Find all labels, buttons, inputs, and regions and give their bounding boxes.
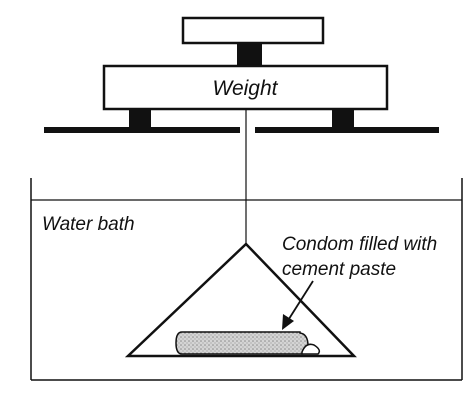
annotation-arrow-line bbox=[286, 280, 314, 323]
left-support bbox=[129, 109, 151, 130]
weight-label: Weight bbox=[213, 77, 279, 100]
base-rail-left bbox=[44, 127, 240, 133]
specimen-tip bbox=[301, 343, 321, 355]
weight-block bbox=[102, 64, 389, 111]
top-plate bbox=[181, 16, 325, 45]
top-connector bbox=[237, 43, 262, 66]
annotation-arrow-head bbox=[282, 314, 294, 330]
specimen-body bbox=[175, 331, 309, 355]
specimen bbox=[175, 331, 321, 355]
water-bath-label: Water bath bbox=[42, 214, 135, 235]
right-support bbox=[332, 109, 354, 130]
base-rail-right bbox=[255, 127, 439, 133]
specimen-label-line1: Condom filled with bbox=[282, 234, 437, 255]
specimen-label-line2: cement paste bbox=[282, 259, 396, 280]
